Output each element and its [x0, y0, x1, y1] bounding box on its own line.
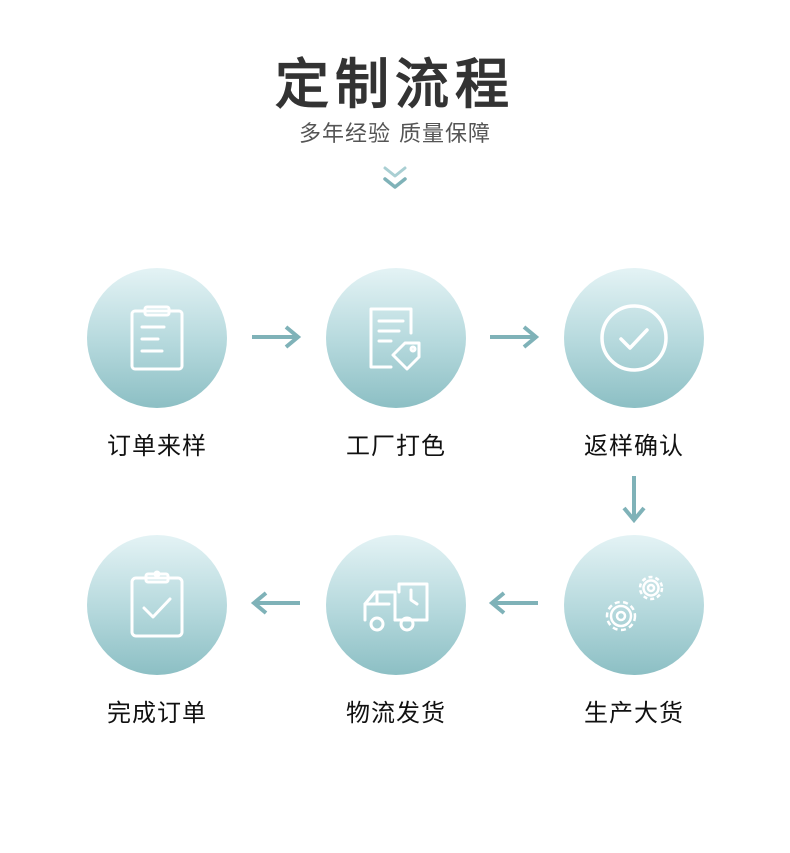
step-label: 生产大货 — [584, 699, 684, 727]
clipboard-check-icon — [130, 570, 184, 638]
arrow-left-icon — [250, 591, 300, 615]
step-factory-color: 工厂打色 — [306, 268, 486, 461]
step-circle — [326, 535, 466, 675]
arrow-down-icon — [622, 476, 646, 524]
document-tag-icon — [369, 307, 421, 371]
step-label: 完成订单 — [107, 699, 207, 727]
clipboard-list-icon — [130, 305, 184, 371]
step-circle — [87, 535, 227, 675]
step-label: 物流发货 — [346, 699, 446, 727]
step-mass-production: 生产大货 — [544, 535, 724, 728]
step-label: 工厂打色 — [346, 432, 446, 460]
step-order-sample: 订单来样 — [67, 268, 247, 461]
step-circle — [326, 268, 466, 408]
arrow-right-icon — [490, 325, 540, 349]
arrow-right-icon — [252, 325, 302, 349]
gears-icon — [605, 575, 664, 632]
step-circle — [564, 268, 704, 408]
page-title: 定制流程 — [275, 53, 515, 116]
step-sample-confirm: 返样确认 — [544, 268, 724, 461]
step-circle — [564, 535, 704, 675]
step-circle — [87, 268, 227, 408]
step-label: 订单来样 — [107, 432, 207, 460]
check-circle-icon — [600, 304, 668, 372]
arrow-left-icon — [488, 591, 538, 615]
page-subtitle: 多年经验 质量保障 — [299, 122, 491, 147]
delivery-truck-icon — [363, 582, 429, 632]
step-label: 返样确认 — [584, 432, 684, 460]
double-chevron-down-icon — [383, 166, 407, 189]
step-logistics: 物流发货 — [306, 535, 486, 728]
step-order-complete: 完成订单 — [67, 535, 247, 728]
